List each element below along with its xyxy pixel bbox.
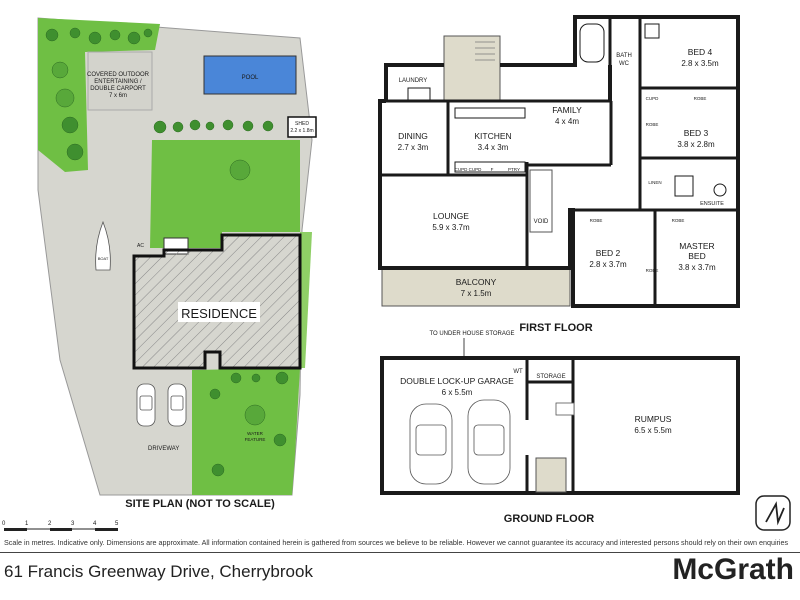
cupd-cupd-label: CUPD CUPD	[455, 167, 483, 172]
lounge-size: 5.9 x 3.7m	[432, 223, 470, 232]
wc-label: WC	[619, 61, 630, 67]
balcony-area	[381, 267, 571, 307]
bed3-size: 3.8 x 2.8m	[677, 140, 715, 149]
pantry-label: PTRY	[508, 167, 520, 172]
first-floor-title: FIRST FLOOR	[519, 322, 592, 334]
side-lawn	[300, 232, 312, 368]
garden-top-left	[38, 18, 160, 172]
boat-icon	[95, 220, 111, 271]
dining-size: 2.7 x 3m	[398, 143, 429, 152]
void-label: VOID	[534, 219, 549, 225]
site-plan: COVERED OUTDOOR ENTERTAINING / DOUBLE CA…	[2, 17, 317, 531]
robe-label-bed3: ROBE	[646, 122, 659, 127]
kitchen-size: 3.4 x 3m	[478, 143, 509, 152]
family-label: FAMILY	[552, 105, 582, 115]
top-stairs	[443, 35, 501, 102]
driveway-label: DRIVEWAY	[148, 446, 179, 452]
footer-divider	[0, 552, 800, 553]
under-house-label: TO UNDER HOUSE STORAGE	[429, 331, 514, 337]
scale-tick-4: 4	[93, 521, 97, 527]
master-label-2: BED	[688, 251, 705, 261]
cupd-label: CUPD	[646, 96, 660, 101]
shed-label: SHED	[295, 121, 309, 127]
scale-tick-5: 5	[115, 521, 119, 527]
master-label: MASTER	[679, 241, 714, 251]
first-floor-walls	[378, 15, 740, 308]
shed-size: 2.2 x 1.8m	[290, 128, 313, 134]
robe-label-bed4: ROBE	[694, 96, 707, 101]
pool	[203, 55, 297, 95]
shed	[287, 116, 317, 138]
rumpus-size: 6.5 x 5.5m	[634, 426, 672, 435]
scale-tick-1: 1	[25, 521, 29, 527]
shrubs	[45, 27, 289, 477]
residence-label: RESIDENCE	[181, 306, 257, 321]
outdoor-label-4: 7 x 6m	[109, 93, 127, 99]
bed4-label: BED 4	[688, 47, 713, 57]
void-stairs	[529, 169, 553, 233]
outdoor-label-2: ENTERTAINING /	[94, 79, 142, 85]
garage-size: 6 x 5.5m	[442, 388, 473, 397]
bed2-size: 2.8 x 3.7m	[589, 260, 627, 269]
ground-floor-walls	[380, 356, 740, 495]
disclaimer-text: Scale in metres. Indicative only. Dimens…	[4, 538, 789, 547]
car-icons	[136, 383, 187, 427]
master-size: 3.8 x 3.7m	[678, 263, 716, 272]
laundry-label: LAUNDRY	[399, 78, 428, 84]
storage-label: STORAGE	[536, 374, 565, 380]
scale-tick-0: 0	[2, 521, 6, 527]
kitchen-label: KITCHEN	[474, 131, 511, 141]
bed2-label: BED 2	[596, 248, 621, 258]
balcony-label: BALCONY	[456, 277, 497, 287]
linen-label: LINEN	[648, 180, 661, 185]
ac-label: AC	[137, 243, 144, 249]
ground-floor	[380, 338, 740, 495]
family-size: 4 x 4m	[555, 117, 579, 126]
bed4-size: 2.8 x 3.5m	[681, 59, 719, 68]
scale-tick-2: 2	[48, 521, 52, 527]
back-lawn	[150, 140, 300, 248]
bed3-label: BED 3	[684, 128, 709, 138]
front-garden	[192, 368, 300, 495]
water-feature-2: FEATURE	[245, 437, 266, 442]
ensuite-label: ENSUITE	[700, 201, 724, 207]
outdoor-area	[87, 51, 153, 111]
water-feature-1: WATER	[247, 431, 263, 436]
site-plan-title: SITE PLAN (NOT TO SCALE)	[125, 498, 275, 510]
first-floor	[378, 15, 740, 308]
outdoor-label-1: COVERED OUTDOOR	[87, 72, 150, 78]
dining-label: DINING	[398, 131, 428, 141]
pool-label: POOL	[242, 75, 259, 81]
residence-footprint	[132, 233, 302, 370]
wt-label: WT	[513, 369, 523, 375]
north-arrow-icon	[755, 495, 791, 531]
first-floor-labels: LAUNDRY DINING 2.7 x 3m KITCHEN 3.4 x 3m…	[398, 47, 725, 334]
robe-label-master-2: ROBE	[646, 268, 659, 273]
robe-label-master-1: ROBE	[672, 218, 685, 223]
brand-logo: McGrath	[672, 553, 794, 586]
fridge-label: F	[491, 167, 494, 172]
ground-floor-labels: TO UNDER HOUSE STORAGE DOUBLE LOCK-UP GA…	[400, 331, 672, 525]
rumpus-label: RUMPUS	[635, 414, 672, 424]
bath-label: BATH	[616, 53, 632, 59]
garage-label: DOUBLE LOCK-UP GARAGE	[400, 376, 514, 386]
scale-bar: 0 1 2 3 4 5	[2, 521, 119, 531]
scale-tick-3: 3	[71, 521, 75, 527]
outdoor-label-3: DOUBLE CARPORT	[90, 86, 146, 92]
robe-label-bed2: ROBE	[590, 218, 603, 223]
garage-car-icons	[409, 399, 511, 485]
ground-floor-title: GROUND FLOOR	[504, 513, 594, 525]
property-address: 61 Francis Greenway Drive, Cherrybrook	[4, 562, 313, 581]
lounge-label: LOUNGE	[433, 211, 469, 221]
boat-label: BOAT	[98, 256, 109, 261]
balcony-size: 7 x 1.5m	[461, 289, 492, 298]
